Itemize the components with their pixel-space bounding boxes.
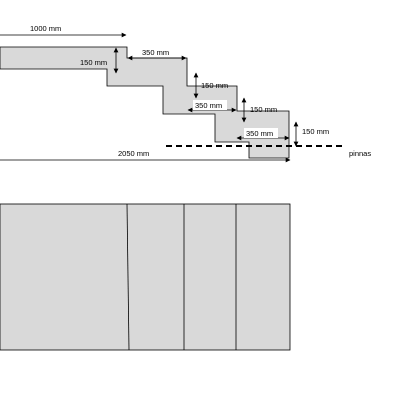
run-2-label: 350 mm bbox=[195, 101, 222, 110]
total-length-label: 2050 mm bbox=[118, 149, 149, 158]
top-length-label: 1000 mm bbox=[30, 24, 61, 33]
stair-profile bbox=[0, 46, 290, 159]
stair-plan bbox=[0, 203, 291, 351]
plan-step-edge-1 bbox=[126, 203, 130, 351]
plan-outline bbox=[0, 203, 291, 351]
run-1-label: 350 mm bbox=[142, 48, 169, 57]
rise-4-label: 150 mm bbox=[302, 127, 329, 136]
rise-2-label: 150 mm bbox=[201, 81, 228, 90]
rise-1-label: 150 mm bbox=[80, 58, 107, 67]
ground-label: pinnas bbox=[349, 149, 371, 158]
rise-3-label: 150 mm bbox=[250, 105, 277, 114]
stair-profile-shape bbox=[0, 46, 290, 159]
run-3-label: 350 mm bbox=[246, 129, 273, 138]
